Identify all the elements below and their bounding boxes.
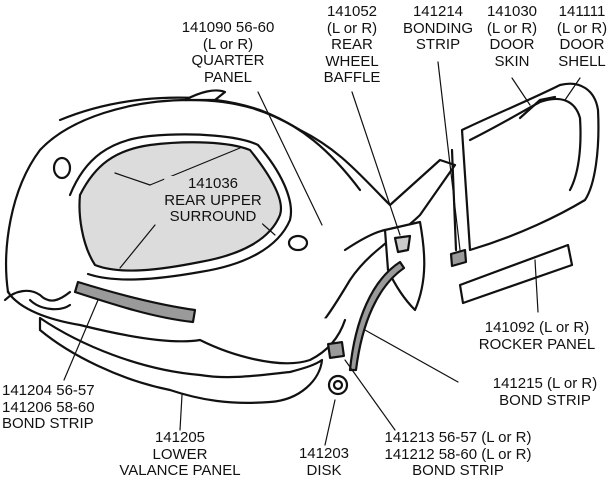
label-line: 141092 (L or R) (484, 319, 590, 336)
label-line: (L or R) (202, 35, 254, 53)
label-disk: 141203 DISK (298, 445, 350, 479)
label-line: REAR UPPER (164, 191, 262, 209)
label-line: DOOR (559, 36, 605, 53)
label-line: BOND STRIP (2, 415, 94, 432)
label-line: SHELL (558, 52, 606, 70)
label-line: (L or R) (556, 19, 608, 37)
label-line: SURROUND (169, 208, 257, 225)
label-line: 141052 (326, 3, 378, 20)
label-line: WHEEL (325, 52, 379, 70)
label-lower-valance: 141205 LOWER VALANCE PANEL (119, 429, 241, 480)
label-line: VALANCE PANEL (119, 462, 241, 479)
label-line: 141205 (154, 429, 206, 446)
label-line: (L or R) (326, 19, 378, 37)
bonding-strip-141214 (449, 248, 468, 268)
label-line: 141090 56-60 (181, 19, 275, 36)
label-rocker-panel: 141092 (L or R) ROCKER PANEL (478, 319, 596, 353)
rear-lower-body (6, 290, 347, 365)
label-line: ROCKER PANEL (478, 335, 596, 353)
label-line: BAFFLE (323, 69, 381, 86)
label-line: BONDING (402, 19, 474, 37)
label-line: BOND STRIP (412, 462, 504, 479)
bond-strip-141213 (326, 340, 346, 360)
label-line: STRIP (415, 36, 461, 53)
disk-141203 (327, 374, 349, 396)
quarter-panel-tip (183, 89, 227, 102)
label-line: 141203 (298, 445, 350, 462)
label-bonding-strip: 141214 BONDING STRIP (402, 3, 474, 54)
label-line: 141206 58-60 (2, 398, 95, 416)
rear-wheel-baffle (383, 220, 426, 312)
label-door-shell: 141111 (L or R) DOOR SHELL (556, 3, 608, 70)
label-line: 141214 (412, 3, 464, 20)
label-bond-strip-141204: 141204 56-57 141206 58-60 BOND STRIP (2, 382, 95, 433)
quarter-panel-ridge (58, 96, 362, 192)
label-line: PANEL (203, 68, 253, 86)
fuel-door (287, 234, 309, 252)
label-line: REAR (331, 36, 373, 53)
label-wheel-baffle: 141052 (L or R) REAR WHEEL BAFFLE (323, 3, 381, 87)
door-skin (468, 97, 582, 192)
label-line: 141111 (558, 3, 606, 20)
label-line: 141036 (187, 175, 239, 192)
label-line: DOOR (489, 36, 535, 53)
label-line: SKIN (494, 52, 530, 70)
label-line: 141204 56-57 (2, 382, 95, 399)
label-line: (L or R) (486, 19, 538, 37)
bond-strip-141204 (73, 280, 197, 324)
label-bond-strip-141215: 141215 (L or R) BOND STRIP (492, 375, 598, 409)
label-quarter-panel: 141090 56-60 (L or R) QUARTER PANEL (181, 19, 275, 86)
label-line: QUARTER (191, 52, 265, 69)
bond-strip-141215 (348, 260, 406, 372)
label-line: 141212 58-60 (L or R) (384, 445, 532, 463)
label-line: LOWER (152, 445, 208, 463)
label-line: DISK (306, 461, 342, 479)
lower-valance-panel (38, 316, 324, 404)
label-line: 141213 56-57 (L or R) (384, 429, 532, 446)
label-line: 141215 (L or R) (492, 375, 598, 392)
label-bond-strip-141213: 141213 56-57 (L or R) 141212 58-60 (L or… (384, 429, 532, 480)
label-line: 141030 (486, 3, 538, 20)
taillight (52, 156, 72, 180)
rocker-panel (458, 243, 574, 305)
label-upper-surround: 141036 REAR UPPER SURROUND (164, 175, 262, 226)
label-line: BOND STRIP (499, 391, 591, 409)
label-door-skin: 141030 (L or R) DOOR SKIN (486, 3, 538, 70)
